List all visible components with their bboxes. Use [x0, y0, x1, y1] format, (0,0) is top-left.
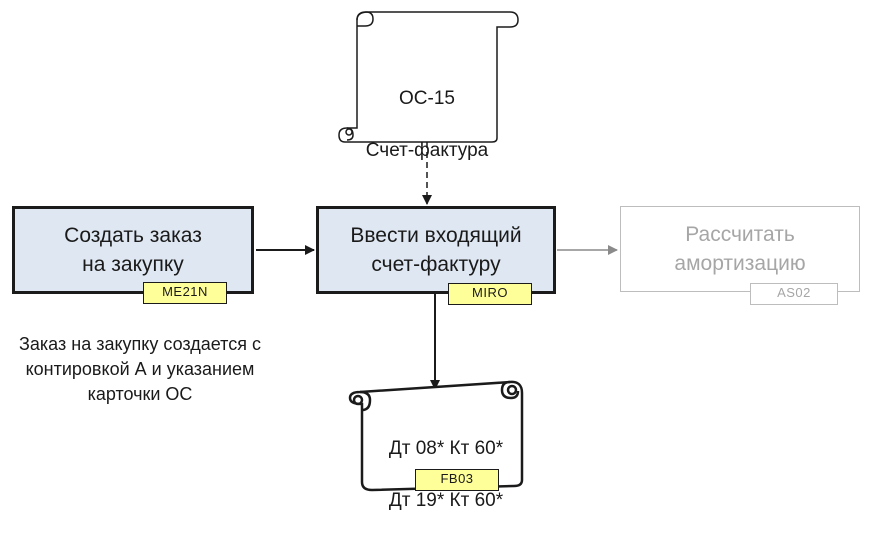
posting-scroll: Дт 08* Кт 60* Дт 19* Кт 60*	[374, 410, 518, 540]
step-label: Создать заказ на закупку	[64, 224, 202, 276]
step-create-purchase-order: Создать заказ на закупку	[12, 206, 254, 294]
posting-scroll-shape	[348, 380, 524, 492]
tcode-badge-me21n: ME21N	[143, 282, 227, 304]
tcode-badge-fb03: FB03	[415, 469, 499, 491]
document-scroll-line2: Счет-фактура	[365, 140, 489, 161]
step-calculate-depreciation: Рассчитать амортизацию	[620, 206, 860, 292]
step-label: Ввести входящий счет-фактуру	[350, 224, 522, 276]
diagram-graphics	[256, 11, 618, 492]
document-scroll: ОС-15 Счет-фактура	[357, 60, 497, 190]
posting-line1: Дт 08* Кт 60*	[388, 438, 504, 459]
posting-line2: Дт 19* Кт 60*	[388, 490, 504, 511]
process-diagram: ОС-15 Счет-фактура Создать заказ на заку…	[12, 11, 860, 511]
document-scroll-line1: ОС-15	[399, 88, 455, 109]
step-enter-invoice: Ввести входящий счет-фактуру	[316, 206, 556, 294]
tcode-badge-as02: AS02	[750, 283, 838, 305]
document-scroll-shape	[338, 11, 519, 143]
step-label: Рассчитать амортизацию	[674, 223, 806, 275]
tcode-badge-miro: MIRO	[448, 283, 532, 305]
purchase-order-note: Заказ на закупку создается с контировкой…	[19, 334, 261, 404]
